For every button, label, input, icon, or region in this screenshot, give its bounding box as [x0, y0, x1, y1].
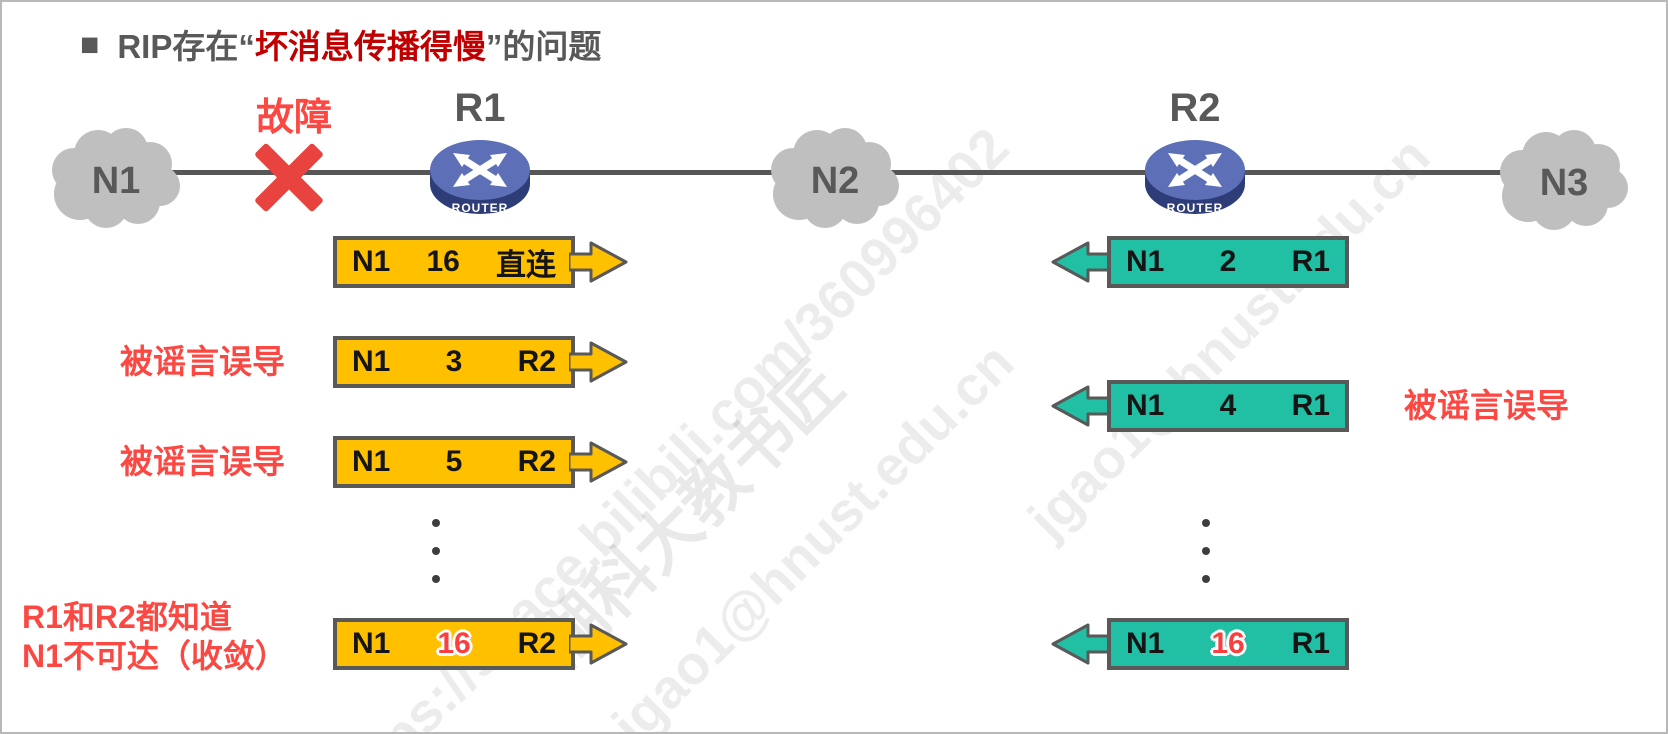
msg-net: N1	[352, 445, 391, 478]
rumor-note-right: 被谣言误导	[1404, 387, 1569, 424]
msg-metric: 2	[1219, 245, 1237, 278]
arrow-right-icon	[569, 341, 628, 383]
network-cloud-n1: N1	[52, 128, 180, 228]
msg-nexthop: 直连	[495, 249, 556, 282]
router-r2-caption: ROUTER	[1167, 201, 1224, 215]
rumor-note-left-2: 被谣言误导	[120, 443, 285, 480]
failure-label: 故障	[255, 97, 332, 139]
arrow-right-icon	[569, 623, 628, 665]
slide-title: ■ RIP存在“坏消息传播得慢”的问题	[80, 20, 601, 68]
rip-message-r2-row1: N1 2 R1	[1107, 236, 1349, 288]
msg-metric: 3	[445, 345, 463, 378]
arrow-left-icon	[1051, 241, 1110, 283]
msg-metric: 4	[1219, 389, 1237, 422]
rip-message-r1-row1: N1 16 直连	[333, 236, 575, 288]
cloud-n1-label: N1	[92, 160, 141, 202]
msg-net: N1	[1126, 245, 1165, 278]
msg-net: N1	[1126, 627, 1165, 660]
msg-nexthop: R2	[517, 445, 556, 478]
msg-net: N1	[352, 627, 391, 660]
arrow-left-icon	[1051, 623, 1110, 665]
msg-net: N1	[1126, 389, 1165, 422]
network-cloud-n2: N2	[771, 128, 899, 228]
convergence-note-line1: R1和R2都知道	[22, 599, 232, 635]
rip-message-r1-row3: N1 5 R2	[333, 436, 575, 488]
failure-x-icon	[252, 140, 326, 214]
router-r1-caption: ROUTER	[452, 201, 509, 215]
msg-metric-unreachable: 16	[437, 627, 471, 660]
router-r2-icon: ROUTER	[1145, 140, 1245, 215]
cloud-n2-label: N2	[811, 160, 860, 202]
router-r2-label: R2	[1169, 86, 1221, 130]
rip-message-r2-row3: N1 16 R1	[1107, 618, 1349, 670]
arrow-right-icon	[569, 241, 628, 283]
msg-metric: 5	[445, 445, 463, 478]
msg-nexthop: R1	[1291, 627, 1330, 660]
rip-message-r1-row2: N1 3 R2	[333, 336, 575, 388]
title-text: RIP存在“坏消息传播得慢”的问题	[117, 28, 602, 65]
convergence-note-line2: N1不可达（收敛）	[22, 638, 287, 674]
ellipsis-left	[432, 519, 440, 583]
msg-nexthop: R1	[1291, 245, 1330, 278]
ellipsis-right	[1202, 519, 1210, 583]
msg-nexthop: R2	[517, 627, 556, 660]
msg-metric-unreachable: 16	[1211, 627, 1245, 660]
cloud-n3-label: N3	[1540, 162, 1589, 204]
network-cloud-n3: N3	[1500, 130, 1628, 230]
msg-net: N1	[352, 345, 391, 378]
router-r1-icon: ROUTER	[430, 140, 530, 215]
title-bullet-icon: ■	[80, 26, 100, 62]
msg-metric: 16	[426, 245, 460, 278]
rumor-note-left-1: 被谣言误导	[120, 343, 285, 380]
watermark-email: jgao1@hnust.edu.cn	[600, 330, 1026, 734]
router-r1-label: R1	[454, 86, 506, 130]
msg-net: N1	[352, 245, 391, 278]
arrow-right-icon	[569, 441, 628, 483]
msg-nexthop: R2	[517, 345, 556, 378]
rip-message-r1-row4: N1 16 R2	[333, 618, 575, 670]
rip-message-r2-row2: N1 4 R1	[1107, 380, 1349, 432]
msg-nexthop: R1	[1291, 389, 1330, 422]
convergence-note: R1和R2都知道 N1不可达（收敛）	[22, 598, 287, 676]
arrow-left-icon	[1051, 385, 1110, 427]
